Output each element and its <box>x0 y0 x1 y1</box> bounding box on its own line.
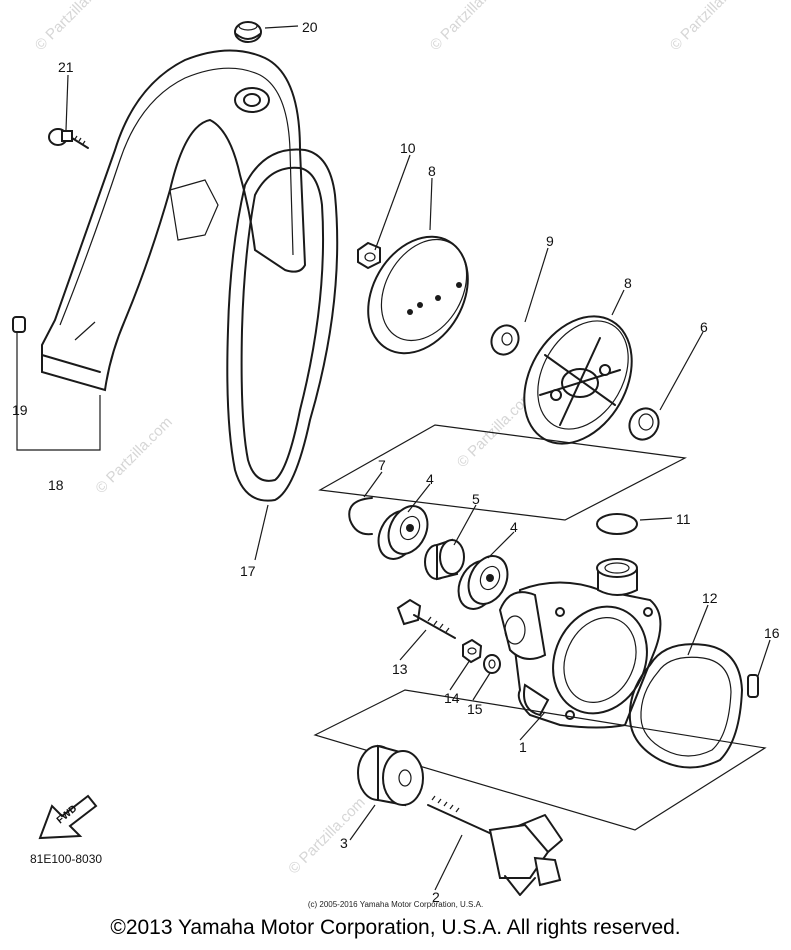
assembly-outline-upper <box>318 424 687 521</box>
part-20-grommet <box>234 21 262 43</box>
part-8-pulley-front <box>367 235 469 355</box>
callout-21: 21 <box>58 59 74 75</box>
part-8-pulley-rear <box>523 315 633 445</box>
part-6-oil-seal <box>628 407 660 441</box>
part-4-bearing-rear <box>457 555 509 610</box>
part-18-belt-cover <box>41 49 307 392</box>
part-21-bolt <box>48 128 89 149</box>
callout-7: 7 <box>378 457 386 473</box>
callout-11: 11 <box>676 511 691 527</box>
callout-17: 17 <box>240 563 256 579</box>
part-13-bolt <box>396 598 456 639</box>
fwd-arrow-icon: FWD <box>38 794 98 840</box>
part-3-mechanical-seal <box>357 744 424 807</box>
watermark: © Partzilla.com <box>92 414 175 497</box>
part-1-pump-housing <box>498 558 662 729</box>
part-12-gasket <box>628 643 743 769</box>
watermark: © Partzilla.com <box>667 0 750 54</box>
callout-18: 18 <box>48 477 64 493</box>
callout-19: 19 <box>12 402 28 418</box>
callout-9: 9 <box>546 233 554 249</box>
callout-20: 20 <box>302 19 318 35</box>
part-16-dowel-pin <box>747 674 759 698</box>
callout-1: 1 <box>519 739 527 755</box>
part-15-washer <box>483 654 501 674</box>
callout-12: 12 <box>702 590 718 606</box>
part-9-washer <box>490 324 520 356</box>
callout-16: 16 <box>764 625 780 641</box>
callout-6: 6 <box>700 319 708 335</box>
leader-lines <box>16 25 771 891</box>
watermark: © Partzilla.com <box>32 0 115 54</box>
part-5-collar <box>424 538 465 581</box>
part-10-nut <box>357 241 381 270</box>
callout-8: 8 <box>624 275 632 291</box>
callout-4: 4 <box>510 519 518 535</box>
callout-3: 3 <box>340 835 348 851</box>
part-14-nut <box>462 638 483 664</box>
part-17-drive-belt <box>226 148 339 502</box>
callout-13: 13 <box>392 661 408 677</box>
callout-4: 4 <box>426 471 434 487</box>
callout-15: 15 <box>467 701 483 717</box>
callout-5: 5 <box>472 491 480 507</box>
part-7-circlip <box>348 497 373 536</box>
assembly-outline-lower <box>313 689 767 831</box>
watermark: © Partzilla.com <box>285 794 368 877</box>
part-4-bearing-front <box>377 505 429 560</box>
copyright-notice: ©2013 Yamaha Motor Corporation, U.S.A. A… <box>110 916 681 939</box>
callout-10: 10 <box>400 140 416 156</box>
part-11-o-ring <box>596 513 638 535</box>
callout-14: 14 <box>444 690 460 706</box>
callout-8: 8 <box>428 163 436 179</box>
part-2-impeller-shaft <box>427 795 563 896</box>
callout-2: 2 <box>432 889 440 905</box>
diagram-code: 81E100-8030 <box>30 852 103 866</box>
part-19-collar <box>12 316 26 333</box>
small-copyright-notice: (c) 2005-2016 Yamaha Motor Corporation, … <box>307 900 484 909</box>
watermark: © Partzilla.com <box>427 0 510 54</box>
